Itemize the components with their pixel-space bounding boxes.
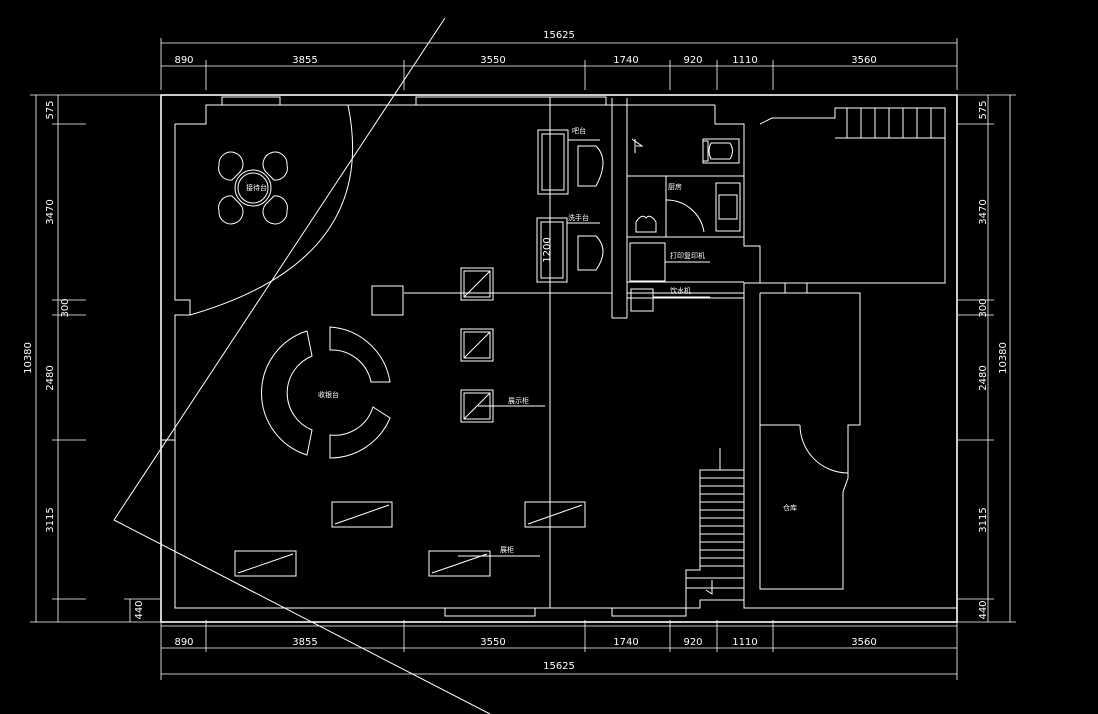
showcases: 展柜 xyxy=(234,501,586,577)
water-dispenser-label: 饮水机 xyxy=(670,286,691,295)
table-label: 接待台 xyxy=(246,183,267,192)
showcase-label: 展柜 xyxy=(500,545,514,554)
cash-counter-label: 收银台 xyxy=(318,390,339,399)
display-cabinets: 展示柜 xyxy=(371,267,545,423)
left-total-dim: 10380 xyxy=(23,342,34,374)
left-dim-4: 2480 xyxy=(45,365,56,390)
right-dim-6: 440 xyxy=(978,600,989,619)
bottom-dim-1: 890 xyxy=(174,637,193,648)
door-leaf xyxy=(113,17,446,521)
bottom-dim-5: 920 xyxy=(683,637,702,648)
storage-label: 仓库 xyxy=(783,503,797,512)
kitchen-label: 厨房 xyxy=(668,182,682,191)
printer-label: 打印复印机 xyxy=(670,251,705,260)
right-dim-5: 3115 xyxy=(978,507,989,532)
top-dim-6: 1110 xyxy=(732,55,757,66)
display-cabinet-label: 展示柜 xyxy=(508,396,529,405)
bottom-dim-3: 3550 xyxy=(480,637,505,648)
top-dim-2: 3855 xyxy=(292,55,317,66)
left-dim-6: 440 xyxy=(134,600,145,619)
bar-counter-label: 吧台 xyxy=(572,126,586,135)
right-dim-1: 575 xyxy=(978,100,989,119)
bottom-dim-7: 3560 xyxy=(851,637,876,648)
staircase xyxy=(685,448,744,608)
diagonal-guide xyxy=(113,519,491,714)
top-total-dim: 15625 xyxy=(543,30,575,41)
bottom-dim-4: 1740 xyxy=(613,637,638,648)
left-dim-5: 3115 xyxy=(45,507,56,532)
table-set: 接待台 xyxy=(218,151,288,225)
counters: 吧台 洗手台 1200 xyxy=(536,126,604,283)
right-total-dim: 10380 xyxy=(998,342,1009,374)
left-dim-3: 300 xyxy=(60,298,71,317)
top-dim-3: 3550 xyxy=(480,55,505,66)
bottom-dim-6: 1110 xyxy=(732,637,757,648)
top-dim-7: 3560 xyxy=(851,55,876,66)
top-dim-4: 1740 xyxy=(613,55,638,66)
round-desk: 收银台 xyxy=(261,326,391,459)
outer-walls xyxy=(160,94,958,623)
left-dim-2: 3470 xyxy=(45,199,56,224)
top-dim-1: 890 xyxy=(174,55,193,66)
bottom-dimensions: 890 3855 3550 1740 920 1110 3560 15625 xyxy=(160,620,958,680)
door-swing-arc xyxy=(189,104,354,316)
sink-width-dim: 1200 xyxy=(542,237,553,262)
bottom-dim-2: 3855 xyxy=(292,637,317,648)
right-dim-3: 300 xyxy=(978,298,989,317)
right-dimensions: 10380 575 3470 300 2480 3115 440 xyxy=(958,94,1016,623)
left-dim-1: 575 xyxy=(45,100,56,119)
top-dim-5: 920 xyxy=(683,55,702,66)
top-dimensions: 15625 890 3855 3550 1740 920 1110 3560 xyxy=(160,30,958,90)
right-block: 仓库 xyxy=(759,107,946,590)
service-area: 厨房 打印复印机 饮水机 xyxy=(404,98,744,608)
bottom-total-dim: 15625 xyxy=(543,661,575,672)
right-dim-4: 2480 xyxy=(978,365,989,390)
left-dimensions: 10380 575 3470 300 2480 3115 440 xyxy=(23,94,160,623)
sink-counter-label: 洗手台 xyxy=(568,213,589,222)
right-dim-2: 3470 xyxy=(978,199,989,224)
